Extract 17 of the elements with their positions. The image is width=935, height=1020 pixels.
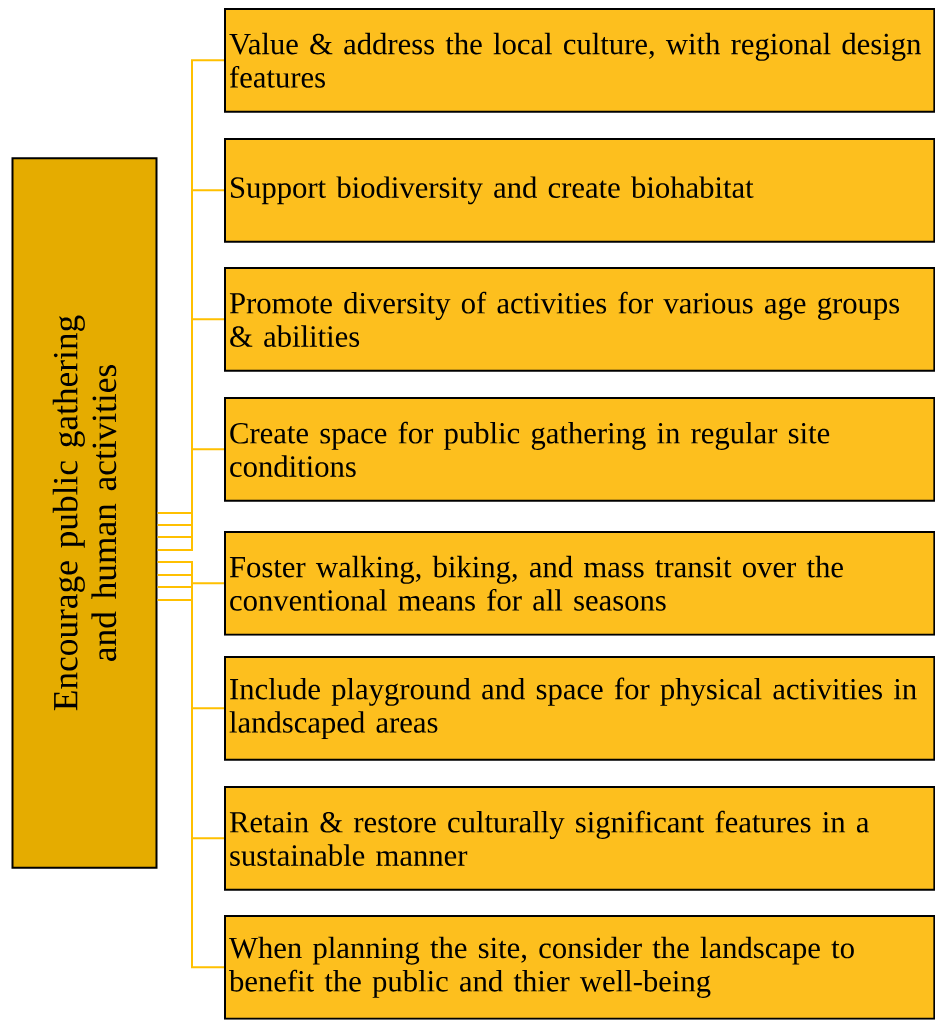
connector-line xyxy=(156,586,225,840)
connector-line xyxy=(156,599,225,969)
item-box: Include playground and space for physical activities in landscaped areas xyxy=(224,656,935,761)
item-box: When planning the site, consider the landscape to benefit the public and thier well-being xyxy=(224,915,935,1020)
item-box: Value & address the local culture, with regional design features xyxy=(224,8,935,113)
connector-line xyxy=(156,448,225,551)
root-box: Encourage public gathering and human activities xyxy=(11,157,158,869)
item-box: Promote diversity of activities for various age groups & abilities xyxy=(224,267,935,372)
connector-line xyxy=(156,561,225,585)
connector-line xyxy=(156,574,225,710)
item-box: Create space for public gathering in regular site conditions xyxy=(224,397,935,502)
item-box: Foster walking, biking, and mass transit over the conventional means for all seasons xyxy=(224,531,935,636)
connector-line xyxy=(156,189,225,526)
connector-line xyxy=(156,59,225,514)
item-box: Retain & restore culturally significant features in a sustainable manner xyxy=(224,786,935,891)
item-box: Support biodiversity and create biohabitat xyxy=(224,138,935,243)
connector-line xyxy=(156,318,225,538)
